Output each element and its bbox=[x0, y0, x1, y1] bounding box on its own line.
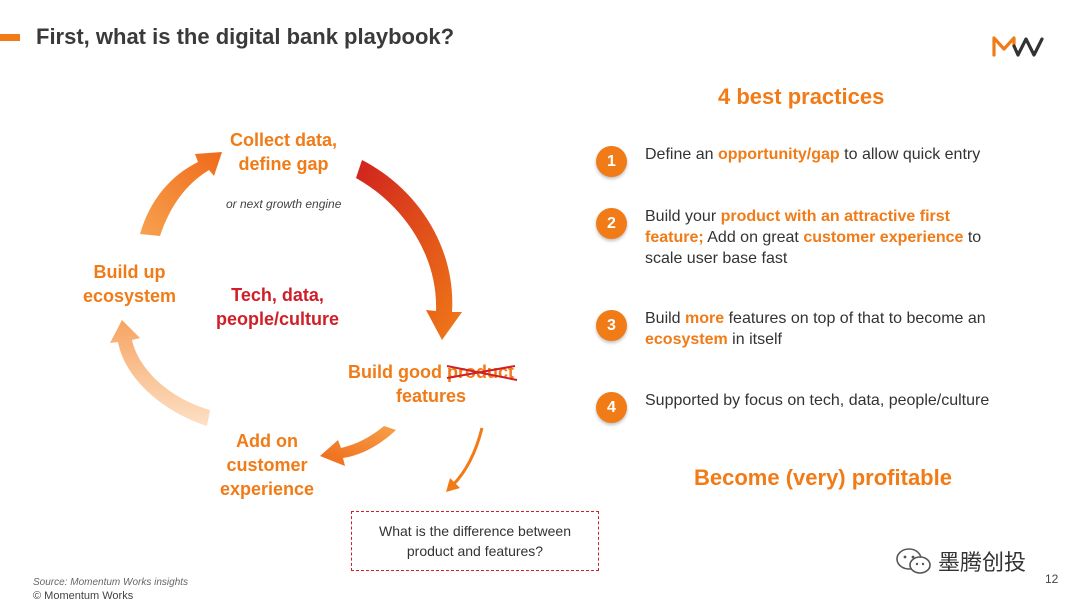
page-number: 12 bbox=[1045, 572, 1059, 586]
wechat-icon bbox=[896, 548, 931, 574]
arrow-top-arc bbox=[140, 152, 222, 236]
step-customer-experience: Add on customer experience bbox=[220, 431, 315, 499]
practice-text: Define an opportunity/gap to allow quick… bbox=[645, 146, 981, 163]
best-practices-title: 4 best practices bbox=[718, 84, 885, 109]
arrow-right-arc bbox=[356, 160, 462, 340]
step-build-ecosystem: Build up ecosystem bbox=[83, 262, 177, 306]
momentum-works-logo bbox=[992, 36, 1044, 57]
number-badge: 2 bbox=[596, 208, 627, 239]
wechat-watermark: 墨腾创投 bbox=[894, 545, 1026, 577]
step-collect-note: or next growth engine bbox=[226, 197, 342, 211]
arrow-question-pointer bbox=[450, 427, 484, 488]
arrow-bottom bbox=[320, 426, 396, 466]
arrow-left-arc bbox=[110, 320, 210, 426]
number-badge: 4 bbox=[596, 392, 627, 423]
step-build-features: Build good product features bbox=[348, 360, 518, 408]
copyright-note: © Momentum Works bbox=[33, 590, 134, 602]
practice-text: Build your product with an attractive fi… bbox=[645, 208, 982, 267]
title-accent-bar bbox=[0, 34, 20, 41]
step-collect-data: Collect data, define gap bbox=[230, 130, 338, 174]
practice-text: Build more features on top of that to be… bbox=[645, 310, 986, 348]
number-badge: 1 bbox=[596, 146, 627, 177]
strikethrough-mark bbox=[446, 365, 518, 381]
slide-title: First, what is the digital bank playbook… bbox=[36, 24, 455, 49]
cycle-diagram bbox=[110, 152, 484, 492]
number-badge: 3 bbox=[596, 310, 627, 341]
cycle-center-label: Tech, data, people/culture bbox=[216, 285, 340, 329]
practice-text: Supported by focus on tech, data, people… bbox=[645, 392, 990, 409]
source-note: Source: Momentum Works insights bbox=[33, 577, 189, 588]
conclusion-text: Become (very) profitable bbox=[694, 465, 952, 490]
